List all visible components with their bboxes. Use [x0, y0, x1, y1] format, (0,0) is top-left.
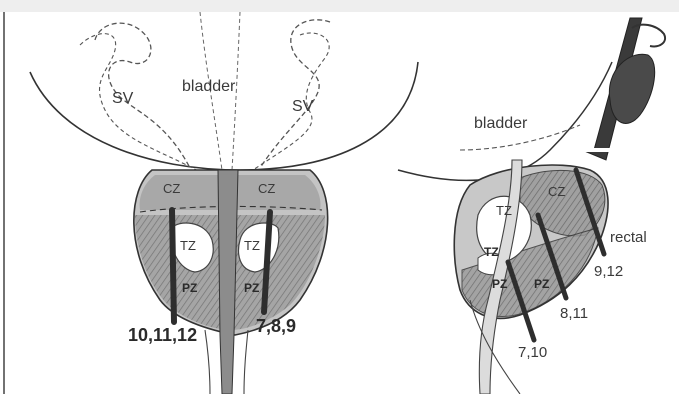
coronal-sv-right-label: SV [292, 98, 314, 115]
coronal-cz-left-label: CZ [163, 181, 180, 196]
top-scan-strip [0, 0, 679, 12]
sagittal-tz-lower-label: TZ [484, 245, 499, 259]
coronal-tz-left-label: TZ [180, 238, 196, 253]
coronal-tz-right-label: TZ [244, 238, 260, 253]
sagittal-needle-1-label: 7,10 [518, 344, 547, 361]
coronal-sv-left-label: SV [112, 90, 134, 107]
sagittal-cz-label: CZ [548, 184, 565, 199]
coronal-needle-right-label: 7,8,9 [256, 316, 296, 336]
coronal-cz-right-label: CZ [258, 181, 275, 196]
coronal-bladder-label: bladder [182, 78, 236, 95]
sagittal-needle-2-label: 8,11 [560, 305, 588, 322]
sagittal-needle-3-label: 9,12 [594, 263, 623, 280]
sagittal-pz-right-label: PZ [534, 277, 549, 291]
coronal-needle-left-label: 10,11,12 [128, 325, 197, 345]
sagittal-bladder-label: bladder [474, 115, 528, 132]
sagittal-tz-upper-label: TZ [496, 203, 512, 218]
coronal-pz-right-label: PZ [244, 281, 259, 295]
sagittal-pz-left-label: PZ [492, 277, 507, 291]
coronal-pz-left-label: PZ [182, 281, 197, 295]
sagittal-rectal-label: rectal [610, 229, 647, 246]
coronal-needle-left [172, 210, 174, 322]
